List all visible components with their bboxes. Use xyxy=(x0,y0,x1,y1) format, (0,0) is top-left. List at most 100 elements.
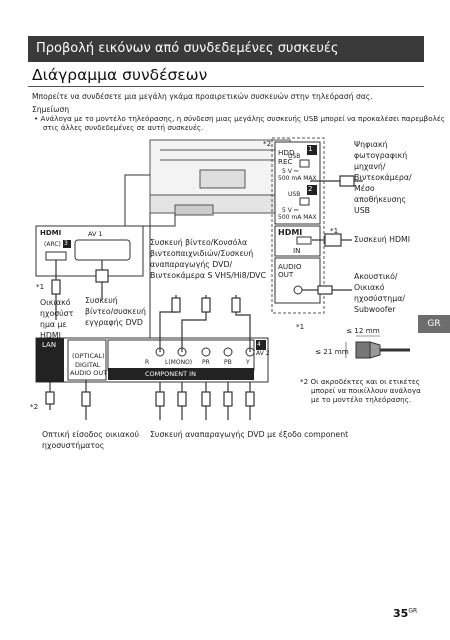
camera-label-4: Βιντεοκάμερα/ xyxy=(354,173,412,182)
component-pb-label: PB xyxy=(224,359,232,366)
hdmi-side-port xyxy=(296,236,312,245)
av2-cables xyxy=(159,295,251,352)
hdmi-in-label: IN xyxy=(293,246,301,255)
audio-system-label-4: Subwoofer xyxy=(354,305,396,314)
vcr-label-2: βίντεο/συσκευή xyxy=(85,307,146,316)
port-number-1: 1 xyxy=(308,145,313,153)
power-label-2a: 5 V ⎓ xyxy=(282,207,299,214)
av1-label: AV 1 xyxy=(88,230,103,238)
hdd-rec-label-2: REC xyxy=(278,157,293,166)
hdd-rec-label-1: HDD xyxy=(278,148,295,157)
audio-out-label-1: AUDIO xyxy=(278,262,302,271)
inner-dimension: ≤ 21 mm xyxy=(315,347,349,356)
usb-port-2 xyxy=(299,197,310,206)
footnote2-line-3: με το μοντέλο τηλεόρασης. xyxy=(311,395,412,404)
home-theater-label-2: ηχοσύστ xyxy=(40,309,74,318)
lan-label: LAN xyxy=(42,341,57,349)
port-number-1-box xyxy=(307,145,317,155)
arc-label: (ARC) xyxy=(44,241,61,248)
hdmi-logo-side: HDMI xyxy=(278,228,303,237)
hdmi-rear-port xyxy=(45,251,67,261)
home-theater-label-1: Οικιακό xyxy=(40,298,71,307)
note-title: Σημείωση xyxy=(32,105,70,114)
audio-out-panel xyxy=(274,257,321,304)
port-number-4-box xyxy=(256,340,266,350)
power-label-1a: 5 V ⎓ xyxy=(282,168,299,175)
video-device-label-2: βιντεοπαιχνιδιών/Συσκευή xyxy=(150,249,254,258)
port-number-2: 2 xyxy=(308,185,313,193)
component-l-label: L(MONO) xyxy=(165,359,193,366)
vcr-label-3: εγγραφής DVD xyxy=(85,318,143,327)
home-theater-footnote-mark: *1 xyxy=(36,282,45,291)
usb-label-1: USB xyxy=(288,153,301,160)
component-in-bar xyxy=(108,368,254,380)
footnote2-line-2: μπορεί να ποικίλλουν ανάλογα xyxy=(311,386,421,395)
side-footnote-mark: *2 xyxy=(263,139,272,148)
page-number: 35GR xyxy=(393,607,418,620)
header-bar xyxy=(28,36,424,62)
camera-label-2: φωτογραφική xyxy=(354,151,408,160)
audio-out-jack xyxy=(293,285,303,295)
component-pr-label: PR xyxy=(202,359,210,366)
audio-system-label-1: Ακουστικό/ xyxy=(354,272,398,281)
optical-block xyxy=(67,339,107,381)
tv-body xyxy=(149,139,291,216)
power-label-1b: 500 mA MAX xyxy=(278,175,317,182)
av2-label: AV 2 xyxy=(256,350,270,357)
component-y-label: Y xyxy=(246,359,250,366)
digital-label: DIGITAL xyxy=(75,361,101,369)
vcr-label-1: Συσκευή xyxy=(85,296,118,305)
usb-label-2: USB xyxy=(288,191,301,198)
camera-label-1: Ψηφιακή xyxy=(354,140,388,149)
component-in-label: COMPONENT IN xyxy=(145,370,196,378)
lan-block xyxy=(36,338,64,382)
camera-label-3: μηχανή/ xyxy=(354,162,386,171)
scart-port xyxy=(74,239,131,261)
audio-system-label-3: ηχοσύστημα/ xyxy=(354,294,405,303)
port-number-3: 3 xyxy=(64,240,68,247)
note-bullet-line-2: στις άλλες συνδεδεμένες σε αυτή συσκευές… xyxy=(43,123,204,132)
usb-panel xyxy=(274,141,321,225)
video-device-label-3: αναπαραγωγής DVD/ xyxy=(150,260,233,269)
home-theater-label-3: ημα με xyxy=(40,320,67,329)
usb-port-1 xyxy=(299,159,310,168)
audio-out-label-2: OUT xyxy=(278,270,294,279)
audio-system-label-2: Οικιακό xyxy=(354,283,385,292)
rear-cables-left xyxy=(51,260,109,320)
component-r-label: R xyxy=(145,359,150,366)
footnote2-line-1: *2 Οι ακροδέκτες και οι ετικέτες xyxy=(300,377,420,386)
hdmi-side-cable xyxy=(312,233,352,247)
hdmi-logo-rear: HDMI xyxy=(40,229,62,237)
side-panel-outline xyxy=(271,137,325,314)
port-number-3-box xyxy=(63,240,71,248)
audio-out-cable xyxy=(302,285,352,295)
component-dvd-label: Συσκευή αναπαραγωγής DVD με έξοδο compon… xyxy=(150,430,349,439)
intro-text: Μπορείτε να συνδέσετε μια μεγάλη γκάμα π… xyxy=(32,92,373,101)
hdmi-footnote-mark: *1 xyxy=(330,226,339,235)
hdmi-device-label: Συσκευή HDMI xyxy=(354,235,411,244)
audio-out-bottom-label: AUDIO OUT xyxy=(70,369,108,377)
heading-divider xyxy=(28,86,424,87)
page-heading: Διάγραμμα συνδέσεων xyxy=(32,66,208,84)
page-section-title: Προβολή εικόνων από συνδεδεμένες συσκευέ… xyxy=(36,41,339,56)
home-theater-label-4: HDMI xyxy=(40,331,61,340)
camera-label-7: USB xyxy=(354,206,371,215)
usb-cable xyxy=(310,175,363,187)
optical-label: (OPTICAL) xyxy=(72,352,105,360)
lan-footnote-mark: *2 xyxy=(30,402,39,411)
video-device-label-1: Συσκευή βίντεο/Κονσόλα xyxy=(150,238,248,247)
camera-label-5: Μέσο xyxy=(354,184,375,193)
plug-dimension-drawing xyxy=(345,335,410,359)
camera-label-6: αποθήκευσης xyxy=(354,195,407,204)
plug-footnote-mark: *1 xyxy=(296,322,305,331)
port-number-4: 4 xyxy=(257,341,261,348)
port-number-2-box xyxy=(307,185,317,195)
outer-dimension: ≤ 12 mm xyxy=(346,326,380,335)
bottom-cables xyxy=(45,380,255,420)
video-device-label-4: Βιντεοκάμερα S VHS/Hi8/DVC xyxy=(150,271,266,280)
optical-input-label-1: Οπτική είσοδος οικιακού xyxy=(42,430,139,439)
language-tab: GR xyxy=(418,315,450,333)
power-label-2b: 500 mA MAX xyxy=(278,214,317,221)
note-bullet-line-1: • Ανάλογα με το μοντέλο τηλεόρασης, η σύ… xyxy=(34,114,446,123)
